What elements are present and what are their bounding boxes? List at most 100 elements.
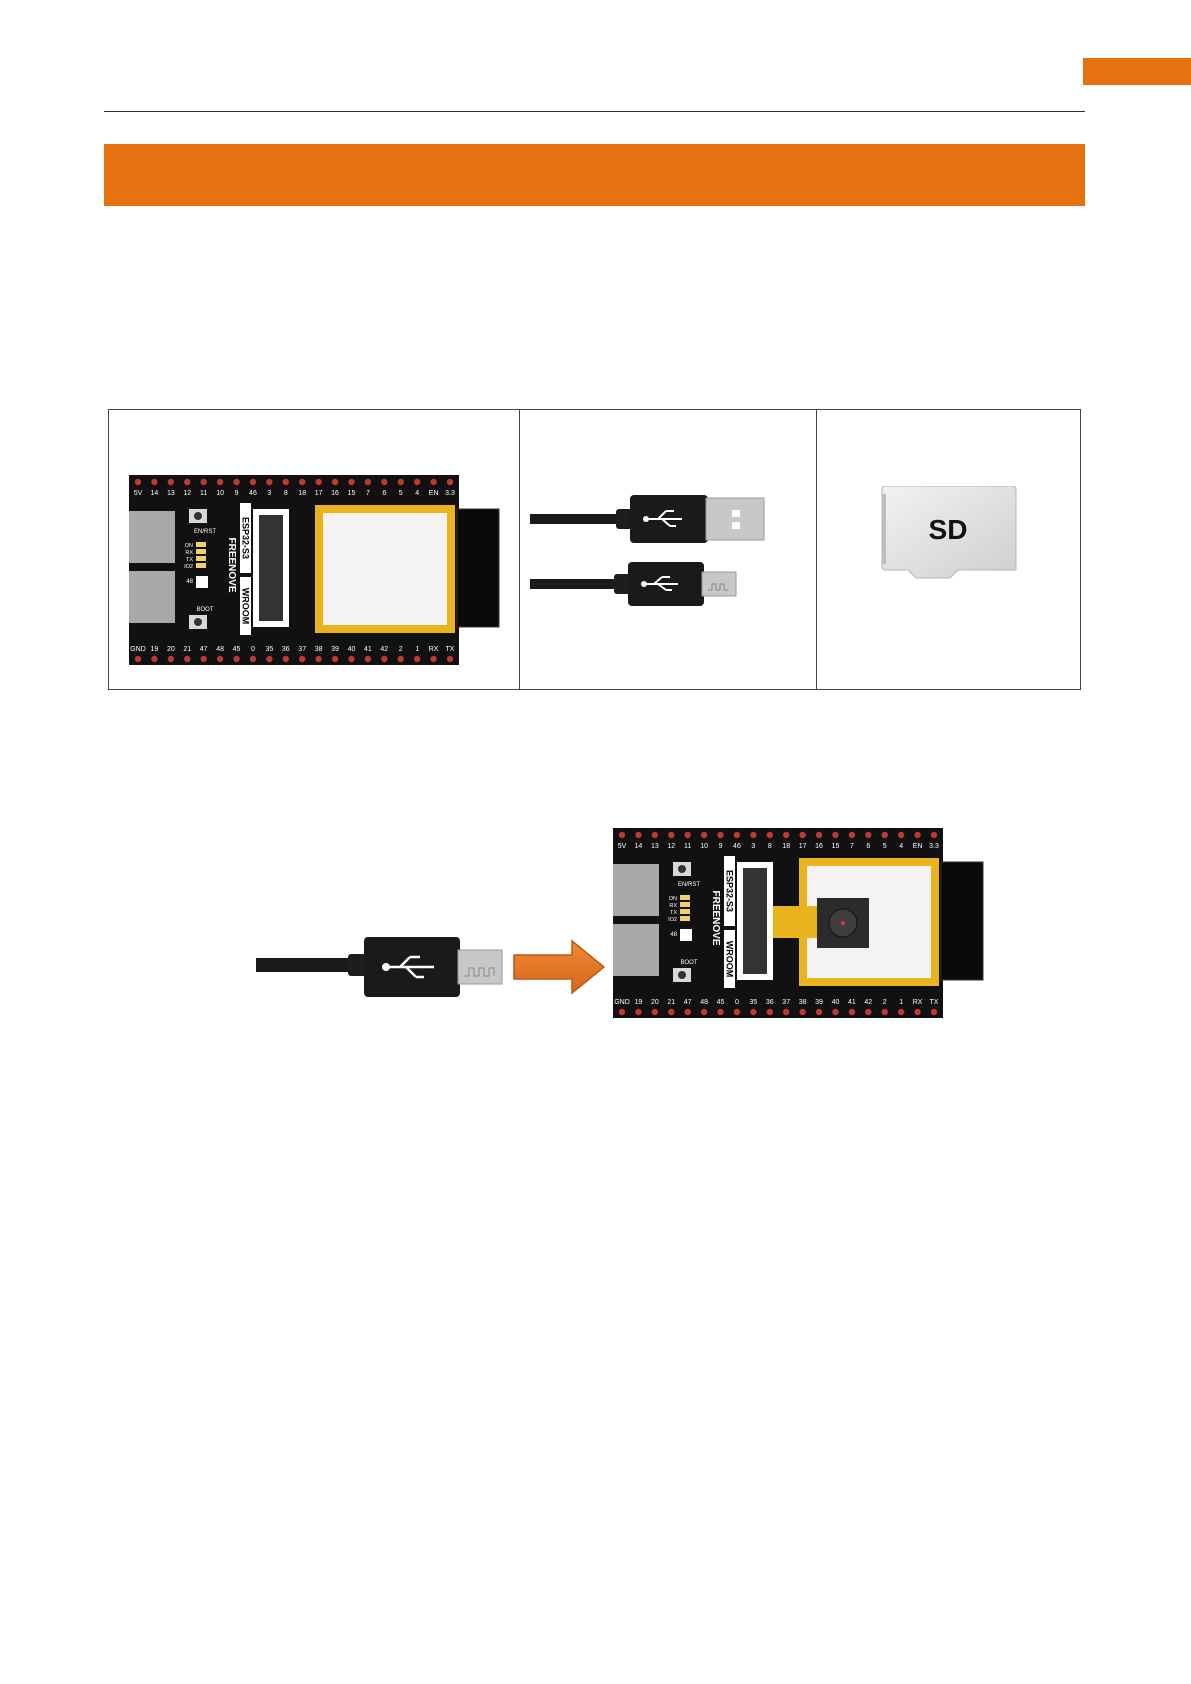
pin-pad	[430, 478, 437, 486]
pin-pad	[249, 478, 257, 486]
pin-pad	[881, 831, 888, 839]
camera-lens-dot	[841, 921, 845, 925]
pin-label-bottom: 39	[331, 646, 339, 653]
pin-label-bottom: 35	[749, 999, 757, 1006]
pin-pad	[134, 655, 142, 663]
pin-pad	[635, 831, 642, 839]
pin-pad	[249, 655, 257, 663]
pin-label-top: 12	[667, 843, 675, 850]
led	[196, 563, 206, 568]
table-cell-usb-cables	[519, 410, 817, 689]
led	[680, 916, 690, 921]
pin-pad	[783, 831, 790, 839]
pin-label-bottom: 42	[380, 646, 388, 653]
module-shield	[323, 513, 447, 625]
led-label: IO2	[668, 917, 677, 923]
pin-pad	[430, 655, 437, 663]
pin-pad	[684, 831, 691, 839]
pin-label-bottom: 36	[766, 999, 774, 1006]
pin-label-bottom: 2	[883, 999, 887, 1006]
pin-label-top: 10	[216, 490, 224, 497]
pin-label-bottom: 41	[848, 999, 856, 1006]
pin-label-top: 14	[151, 490, 159, 497]
pin-label-bottom: 0	[735, 999, 739, 1006]
pin-label-bottom: TX	[446, 646, 455, 653]
pin-pad	[315, 478, 322, 486]
brand-label: FREENOVE	[226, 537, 237, 592]
pin-label-bottom: 47	[684, 999, 692, 1006]
pin-pad	[348, 478, 355, 486]
pin-pad	[446, 478, 454, 486]
pin-label-top: 18	[782, 843, 790, 850]
pin-pad	[299, 478, 306, 486]
pin-label-top: 5V	[134, 490, 143, 497]
module-label: WROOM	[241, 588, 251, 625]
pin-label-top: 6	[382, 490, 386, 497]
pin-pad	[364, 478, 372, 486]
pin-pad	[651, 1008, 659, 1016]
pin-pad	[200, 478, 207, 486]
pin-label-top: 16	[331, 490, 339, 497]
boot-button-cap	[194, 618, 202, 626]
led-label: ON	[185, 543, 193, 549]
board-connector	[456, 508, 500, 628]
pin-pad	[766, 1008, 773, 1016]
boot-label: BOOT	[196, 607, 213, 613]
led-label: RX	[669, 903, 677, 909]
led-label: ON	[669, 896, 677, 902]
pin-pad	[348, 655, 355, 663]
pin-pad	[397, 478, 404, 486]
sd-card-label: SD	[929, 514, 968, 545]
pin-label-top: 5V	[618, 843, 627, 850]
brand-label: FREENOVE	[710, 890, 721, 945]
pin-label-top: EN	[913, 843, 923, 850]
pin-label-top: 3	[267, 490, 271, 497]
pin-pad	[635, 1008, 642, 1016]
pin-pad	[799, 1008, 806, 1016]
pin-pad	[167, 478, 175, 486]
usb-icon	[386, 955, 434, 979]
pin-pad	[233, 655, 240, 663]
usb-icon	[644, 576, 678, 591]
pin-pad	[299, 655, 306, 663]
led	[196, 556, 206, 561]
pin-pad	[914, 1008, 921, 1016]
pin-pad	[832, 1008, 839, 1016]
pin-label-top: 14	[635, 843, 643, 850]
pin-label-bottom: 47	[200, 646, 208, 653]
led	[680, 902, 690, 907]
pin-label-top: 18	[298, 490, 306, 497]
camera-ribbon	[773, 906, 817, 938]
pin-label-top: 11	[200, 490, 207, 497]
pin-pad	[930, 1008, 938, 1016]
pin-label-bottom: TX	[930, 999, 939, 1006]
pin-pad	[266, 478, 273, 486]
pin-label-bottom: GND	[130, 646, 146, 653]
model-plate	[724, 856, 735, 926]
usb-c-socket	[613, 864, 659, 916]
rgb-led	[680, 929, 692, 941]
rgb-led	[196, 576, 208, 588]
board-connector	[940, 861, 984, 981]
led	[196, 542, 206, 547]
module-plate	[240, 577, 251, 635]
pin-label-top: 9	[719, 843, 723, 850]
pin-label-bottom: 20	[167, 646, 175, 653]
pin-label-bottom: 20	[651, 999, 659, 1006]
pin-pad	[799, 831, 806, 839]
pin-pad	[881, 1008, 888, 1016]
pin-label-top: 15	[348, 490, 356, 497]
boot-button-cap	[678, 971, 686, 979]
pin-pad	[815, 1008, 823, 1016]
pin-label-bottom: 1	[899, 999, 903, 1006]
pin-pad	[151, 655, 158, 663]
usb-c-socket	[613, 924, 659, 976]
pin-pad	[865, 1008, 872, 1016]
pin-pad	[364, 655, 372, 663]
pin-label-bottom: 39	[815, 999, 823, 1006]
model-label: ESP32-S3	[725, 870, 735, 912]
pin-label-bottom: 45	[233, 646, 241, 653]
pin-pad	[216, 655, 224, 663]
reset-label: EN/RST	[194, 529, 216, 535]
